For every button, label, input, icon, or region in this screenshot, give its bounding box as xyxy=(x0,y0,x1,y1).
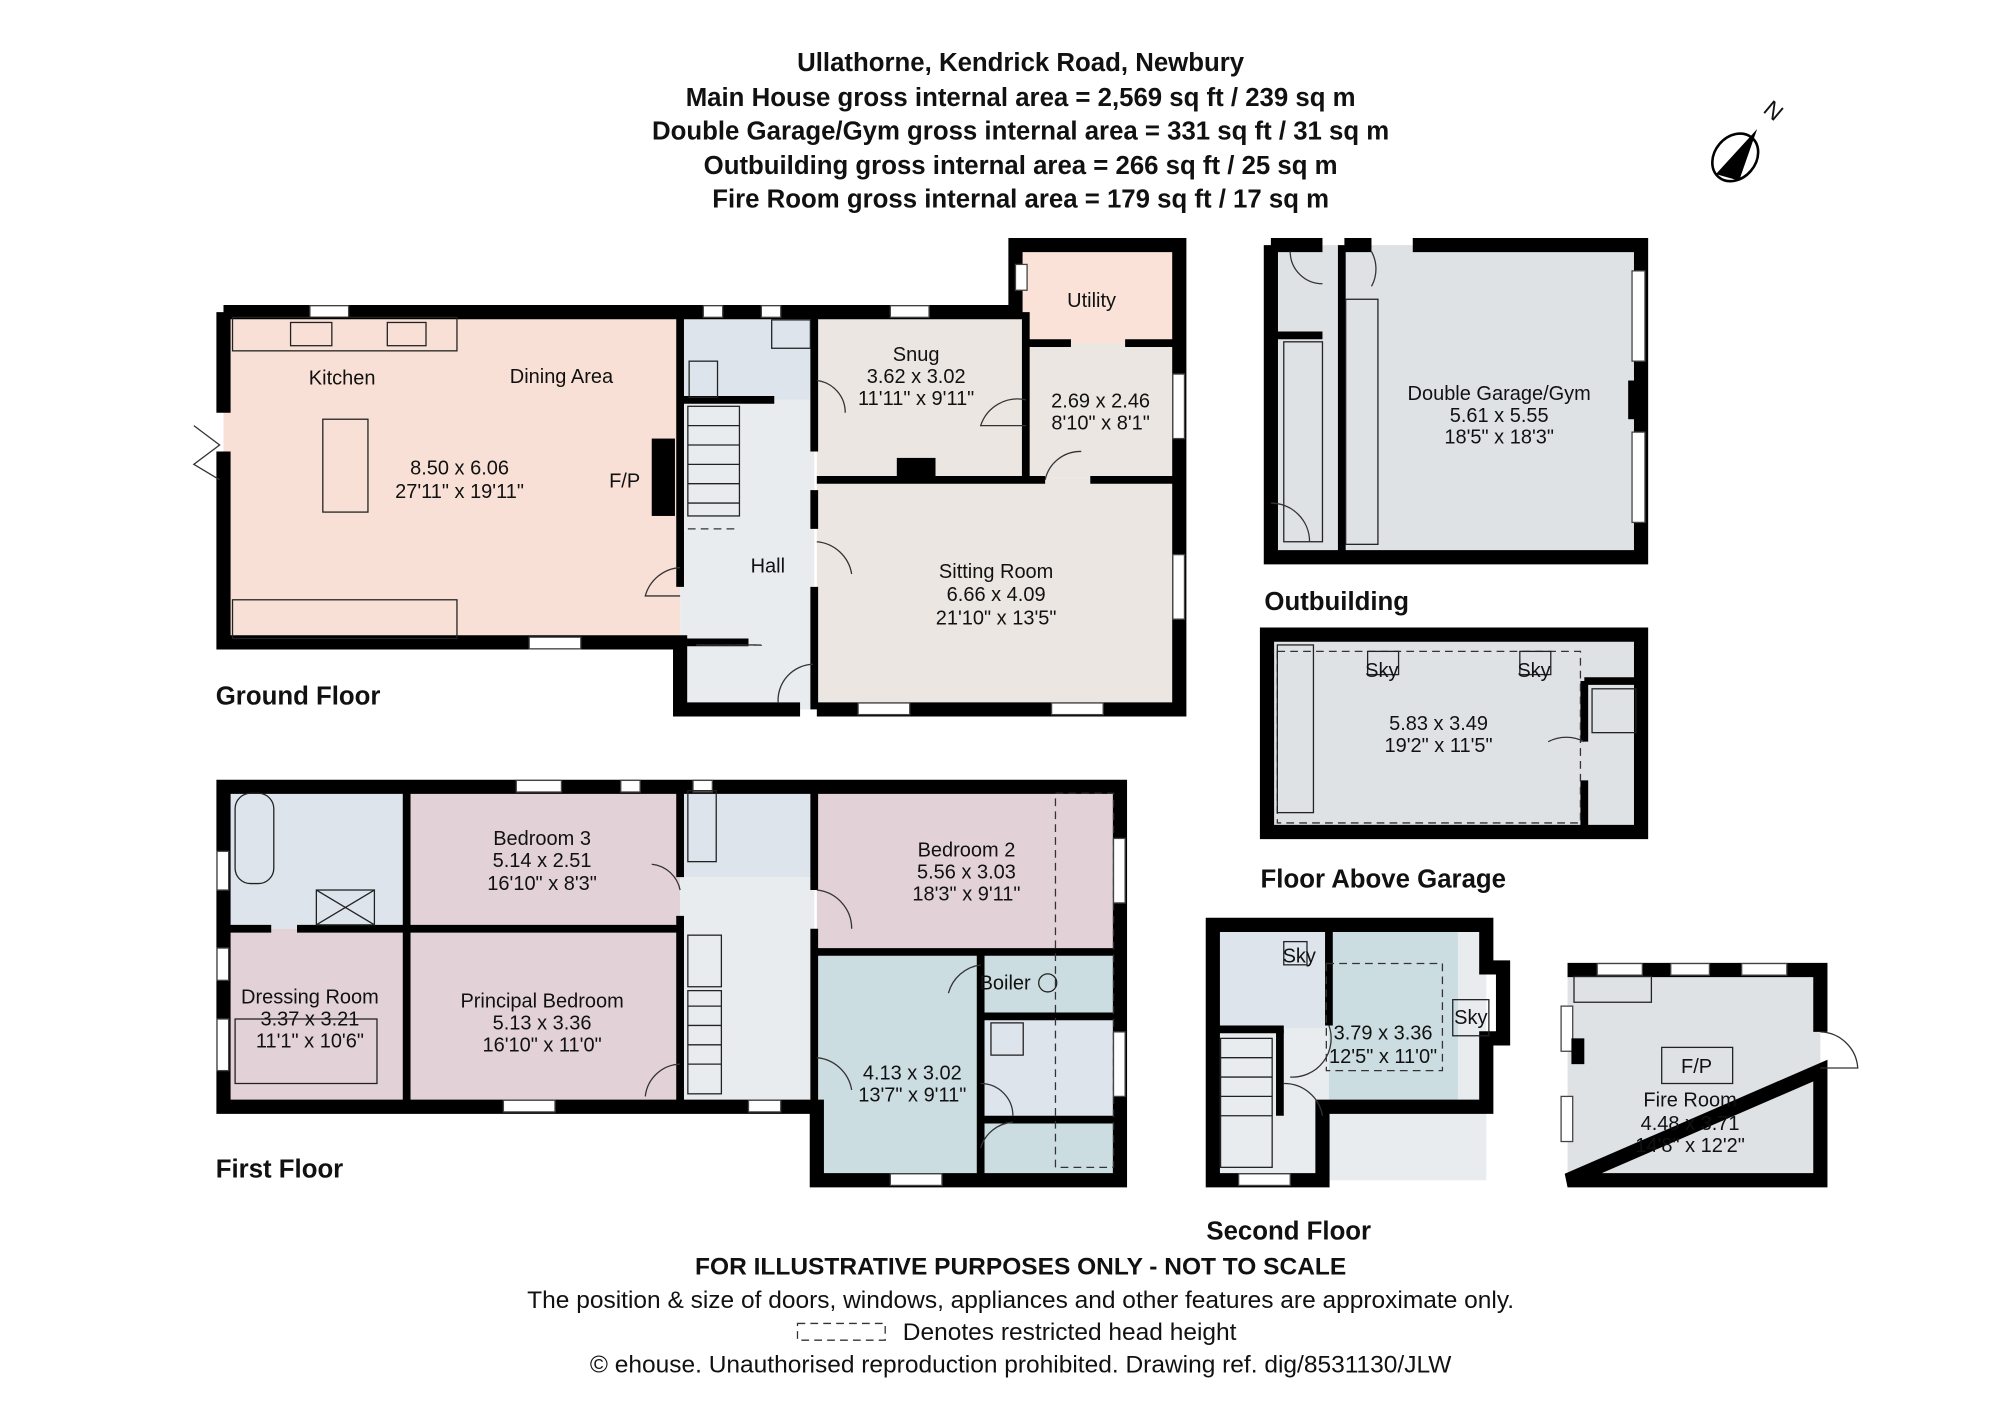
north-arrow-icon: N xyxy=(1711,95,1789,183)
outbuilding: Double Garage/Gym 5.61 x 5.55 18'5" x 18… xyxy=(1263,237,1649,616)
room-dressing-imperial: 11'1" x 10'6" xyxy=(256,1030,364,1052)
room-fire-metric: 4.48 x 3.71 xyxy=(1641,1113,1740,1135)
room-above-garage-metric: 5.83 x 3.49 xyxy=(1389,713,1488,735)
room-bedroom3-label: Bedroom 3 xyxy=(493,828,591,850)
skylight-4-label: Sky xyxy=(1454,1007,1487,1029)
fireplace-label: F/P xyxy=(609,471,640,493)
room-principal-metric: 5.13 x 3.36 xyxy=(493,1012,592,1034)
room-fire-imperial: 14'8" x 12'2" xyxy=(1635,1135,1745,1157)
room-principal-label: Principal Bedroom xyxy=(460,990,623,1012)
second-floor-label: Second Floor xyxy=(1206,1218,1371,1246)
room-garage-label: Double Garage/Gym xyxy=(1408,383,1591,405)
ground-floor: Kitchen Dining Area 8.50 x 6.06 27'11" x… xyxy=(192,237,1187,717)
floor-above-garage-label: Floor Above Garage xyxy=(1261,865,1506,893)
room-dining-metric: 8.50 x 6.06 xyxy=(410,458,509,480)
room-sitting-imperial: 21'10" x 13'5" xyxy=(936,607,1057,629)
room-bedroom4-imperial: 13'7" x 9'11" xyxy=(858,1085,966,1107)
floor-above-garage: Sky Sky 5.83 x 3.49 19'2" x 11'5" Floor … xyxy=(1259,627,1649,893)
approximation-note: The position & size of doors, windows, a… xyxy=(527,1287,1514,1314)
room-second-metric: 3.79 x 3.36 xyxy=(1334,1023,1433,1045)
room-boiler-label: Boiler xyxy=(980,972,1031,994)
room-bedroom4-metric: 4.13 x 3.02 xyxy=(863,1063,962,1085)
room-bedroom3-imperial: 16'10" x 8'3" xyxy=(487,873,597,895)
room-snug-metric: 3.62 x 3.02 xyxy=(867,366,966,388)
room-bedroom2-label: Bedroom 2 xyxy=(918,839,1016,861)
room-snug-imperial: 11'11" x 9'11" xyxy=(858,388,974,410)
room-dressing-label: Dressing Room xyxy=(241,987,379,1009)
staircase xyxy=(687,405,741,530)
skylight-3-label: Sky xyxy=(1283,945,1316,967)
fireplace-2-label: F/P xyxy=(1681,1056,1712,1078)
room-sitting-metric: 6.66 x 4.09 xyxy=(947,584,1046,606)
room-snug-label: Snug xyxy=(893,344,940,366)
room-second-imperial: 12'5" x 11'0" xyxy=(1329,1046,1437,1068)
room-store-imperial: 8'10" x 8'1" xyxy=(1051,413,1150,435)
room-garage-metric: 5.61 x 5.55 xyxy=(1450,405,1549,427)
area-garage: Double Garage/Gym gross internal area = … xyxy=(652,117,1389,145)
room-kitchen-label: Kitchen xyxy=(309,367,376,389)
room-store-metric: 2.69 x 2.46 xyxy=(1051,391,1150,413)
room-utility-label: Utility xyxy=(1067,290,1116,312)
second-floor: Sky Sky 3.79 x 3.36 12'5" x 11'0" Second… xyxy=(1205,917,1511,1246)
first-floor: Bedroom 3 5.14 x 2.51 16'10" x 8'3" Bedr… xyxy=(216,779,1128,1188)
ground-floor-label: Ground Floor xyxy=(216,682,381,710)
skylight-2-label: Sky xyxy=(1517,660,1550,682)
room-bedroom3-metric: 5.14 x 2.51 xyxy=(493,850,592,872)
room-dining-label: Dining Area xyxy=(510,366,614,388)
svg-text:N: N xyxy=(1759,95,1789,126)
room-garage-imperial: 18'5" x 18'3" xyxy=(1444,427,1554,449)
fire-room: F/P Fire Room 4.48 x 3.71 14'8" x 12'2" xyxy=(1560,962,1859,1188)
room-dining-imperial: 27'11" x 19'11" xyxy=(395,481,524,503)
legend-text: Denotes restricted head height xyxy=(903,1319,1237,1346)
area-main-house: Main House gross internal area = 2,569 s… xyxy=(686,84,1356,112)
room-above-garage-imperial: 19'2" x 11'5" xyxy=(1384,735,1492,757)
skylight-1-label: Sky xyxy=(1365,660,1398,682)
outbuilding-label: Outbuilding xyxy=(1264,588,1409,616)
room-dressing-metric: 3.37 x 3.21 xyxy=(260,1008,359,1030)
room-fire-label: Fire Room xyxy=(1643,1090,1736,1112)
area-outbuilding: Outbuilding gross internal area = 266 sq… xyxy=(704,152,1338,180)
room-hall-label: Hall xyxy=(751,556,785,578)
plan-title: Ullathorne, Kendrick Road, Newbury xyxy=(797,49,1245,77)
room-bedroom2-imperial: 18'3" x 9'11" xyxy=(912,883,1020,905)
room-sitting-label: Sitting Room xyxy=(939,561,1053,583)
disclaimer: FOR ILLUSTRATIVE PURPOSES ONLY - NOT TO … xyxy=(695,1253,1346,1280)
area-fire-room: Fire Room gross internal area = 179 sq f… xyxy=(712,186,1329,214)
staircase xyxy=(687,934,723,1095)
restricted-head-height-legend-icon xyxy=(796,1322,886,1341)
first-floor-label: First Floor xyxy=(216,1156,343,1184)
copyright: © ehouse. Unauthorised reproduction proh… xyxy=(590,1351,1452,1378)
room-bedroom2-metric: 5.56 x 3.03 xyxy=(917,861,1016,883)
room-principal-imperial: 16'10" x 11'0" xyxy=(482,1034,601,1056)
